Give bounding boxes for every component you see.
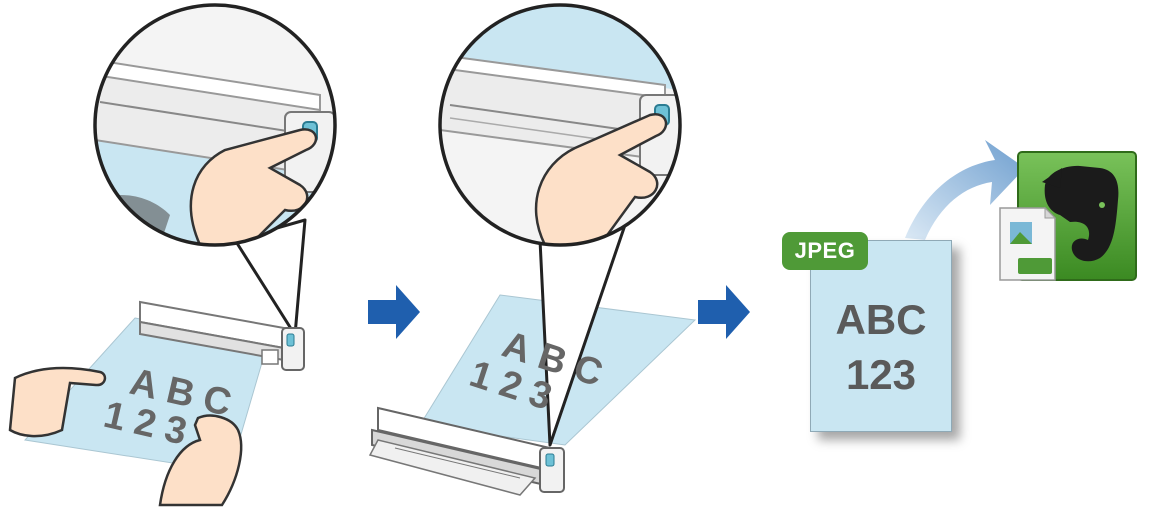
step-insert-document: ABC 123: [8, 3, 337, 507]
zoom-circle-left: [93, 3, 337, 247]
step-press-scan-button: ABC 123: [368, 3, 697, 496]
curved-arrow-icon: [905, 140, 1025, 240]
left-hand-icon: [8, 366, 107, 438]
right-arrow-icon: [698, 285, 750, 339]
document-text-line-2: 123: [845, 351, 917, 398]
document-text-line-1: ABC: [835, 296, 927, 343]
scanner-device-left: [139, 300, 305, 371]
right-arrow-icon: [368, 285, 420, 339]
zoom-circle-middle: [438, 3, 682, 247]
right-hand-icon: [158, 414, 243, 507]
jpeg-badge: JPEG: [782, 232, 868, 270]
jpeg-document: ABC 123: [810, 240, 952, 432]
jpg-file-icon: [999, 206, 1057, 281]
scanner-device-middle: [368, 406, 565, 496]
